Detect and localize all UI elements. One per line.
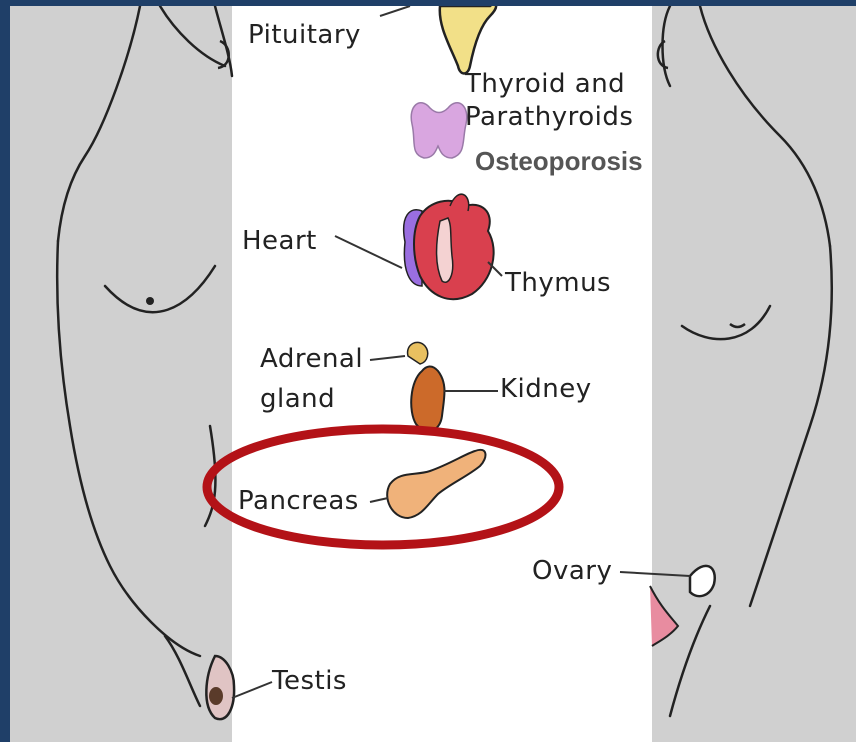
- kidney-organ: [370, 342, 498, 431]
- label-thyroid-line1: Thyroid and: [465, 71, 625, 97]
- male-body-panel: [10, 6, 232, 742]
- diagram-frame: Pituitary Thyroid and Parathyroids Osteo…: [10, 6, 856, 742]
- label-osteoporosis: Osteoporosis: [475, 148, 643, 174]
- male-nipple: [146, 297, 154, 305]
- testis-organ: [206, 656, 272, 719]
- label-kidney: Kidney: [500, 376, 592, 402]
- heart-organ: [335, 194, 502, 299]
- label-thyroid-line2: Parathyroids: [465, 104, 633, 130]
- label-testis: Testis: [272, 668, 347, 694]
- label-pituitary: Pituitary: [248, 22, 361, 48]
- pancreas-organ: [370, 450, 485, 518]
- endocrine-diagram: [10, 6, 856, 742]
- label-adrenal-line2: gland: [260, 386, 335, 412]
- label-heart: Heart: [242, 228, 317, 254]
- label-thymus: Thymus: [505, 270, 611, 296]
- label-adrenal-line1: Adrenal: [260, 346, 363, 372]
- label-pancreas: Pancreas: [238, 488, 359, 514]
- pituitary-organ: [380, 6, 496, 74]
- label-ovary: Ovary: [532, 558, 612, 584]
- female-body-panel: [652, 6, 856, 742]
- thyroid-organ: [411, 103, 467, 158]
